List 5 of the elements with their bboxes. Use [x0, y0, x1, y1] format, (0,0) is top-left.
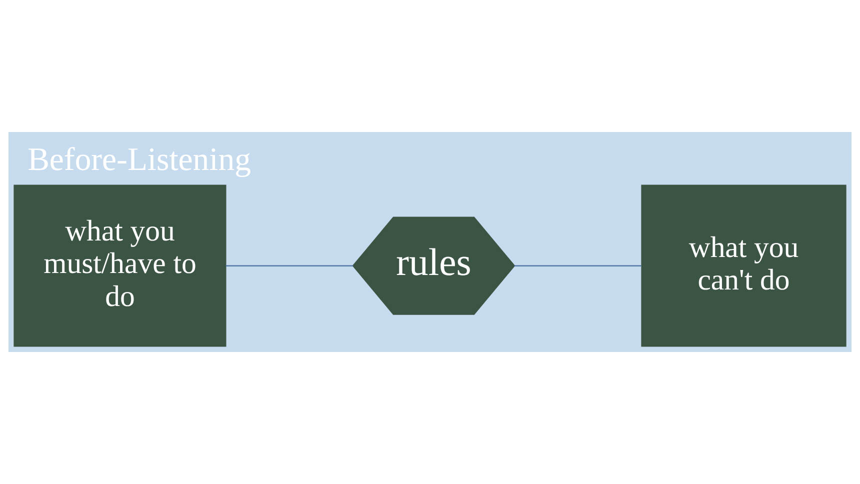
node-box: what you can't do [641, 184, 846, 347]
diagram-title: Before-Listening [28, 142, 251, 178]
node-box: what you must/have to do [14, 184, 226, 347]
connector [226, 265, 354, 266]
connector [514, 265, 642, 266]
